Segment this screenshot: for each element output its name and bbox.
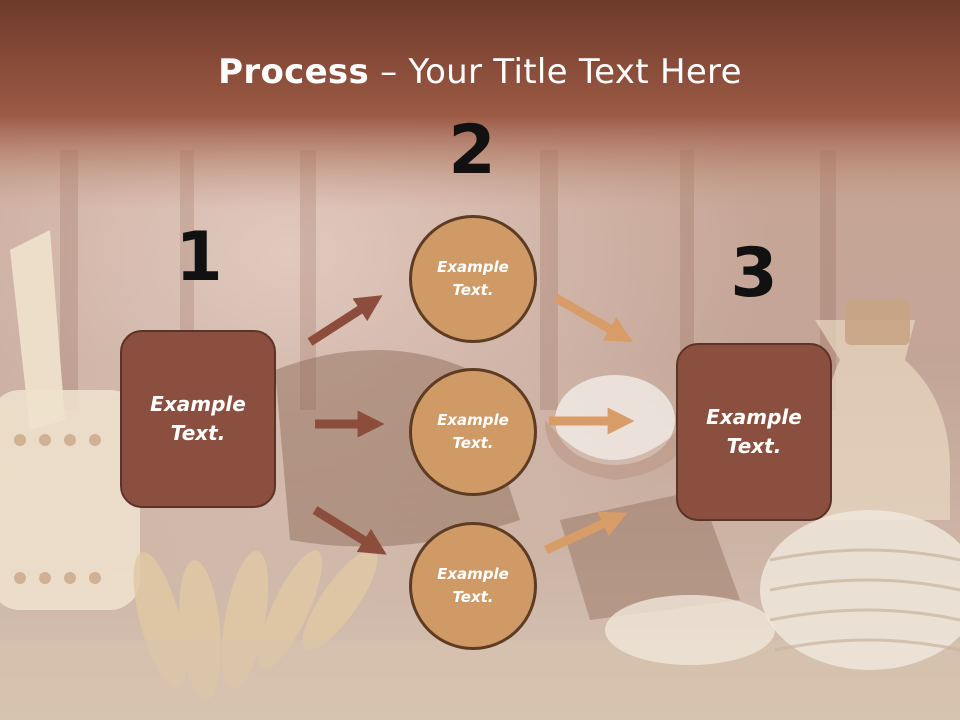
title-rest: – Your Title Text Here [369,52,742,92]
process-circle-1-text: Example Text. [437,258,509,299]
step-number-2: 2 [448,111,496,190]
step-number-1: 1 [175,218,223,297]
arrow-1-to-circle-1 [307,295,383,346]
process-circle-1: Example Text. [409,215,537,343]
step-number-3: 3 [730,234,778,313]
process-circle-3-text: Example Text. [437,565,509,606]
process-circle-2: Example Text. [409,368,537,496]
process-circle-3: Example Text. [409,522,537,650]
arrow-circle-3-to-3 [544,511,628,555]
slide-title: Process – Your Title Text Here [0,52,960,92]
step-box-1-text: Example Text. [150,392,246,445]
title-bold: Process [218,52,370,92]
arrow-circle-1-to-3 [553,294,633,343]
step-box-3: Example Text. [676,343,832,521]
arrow-1-to-circle-3 [312,506,387,555]
step-box-1: Example Text. [120,330,276,508]
step-box-3-text: Example Text. [706,405,802,458]
process-circle-2-text: Example Text. [437,411,509,452]
